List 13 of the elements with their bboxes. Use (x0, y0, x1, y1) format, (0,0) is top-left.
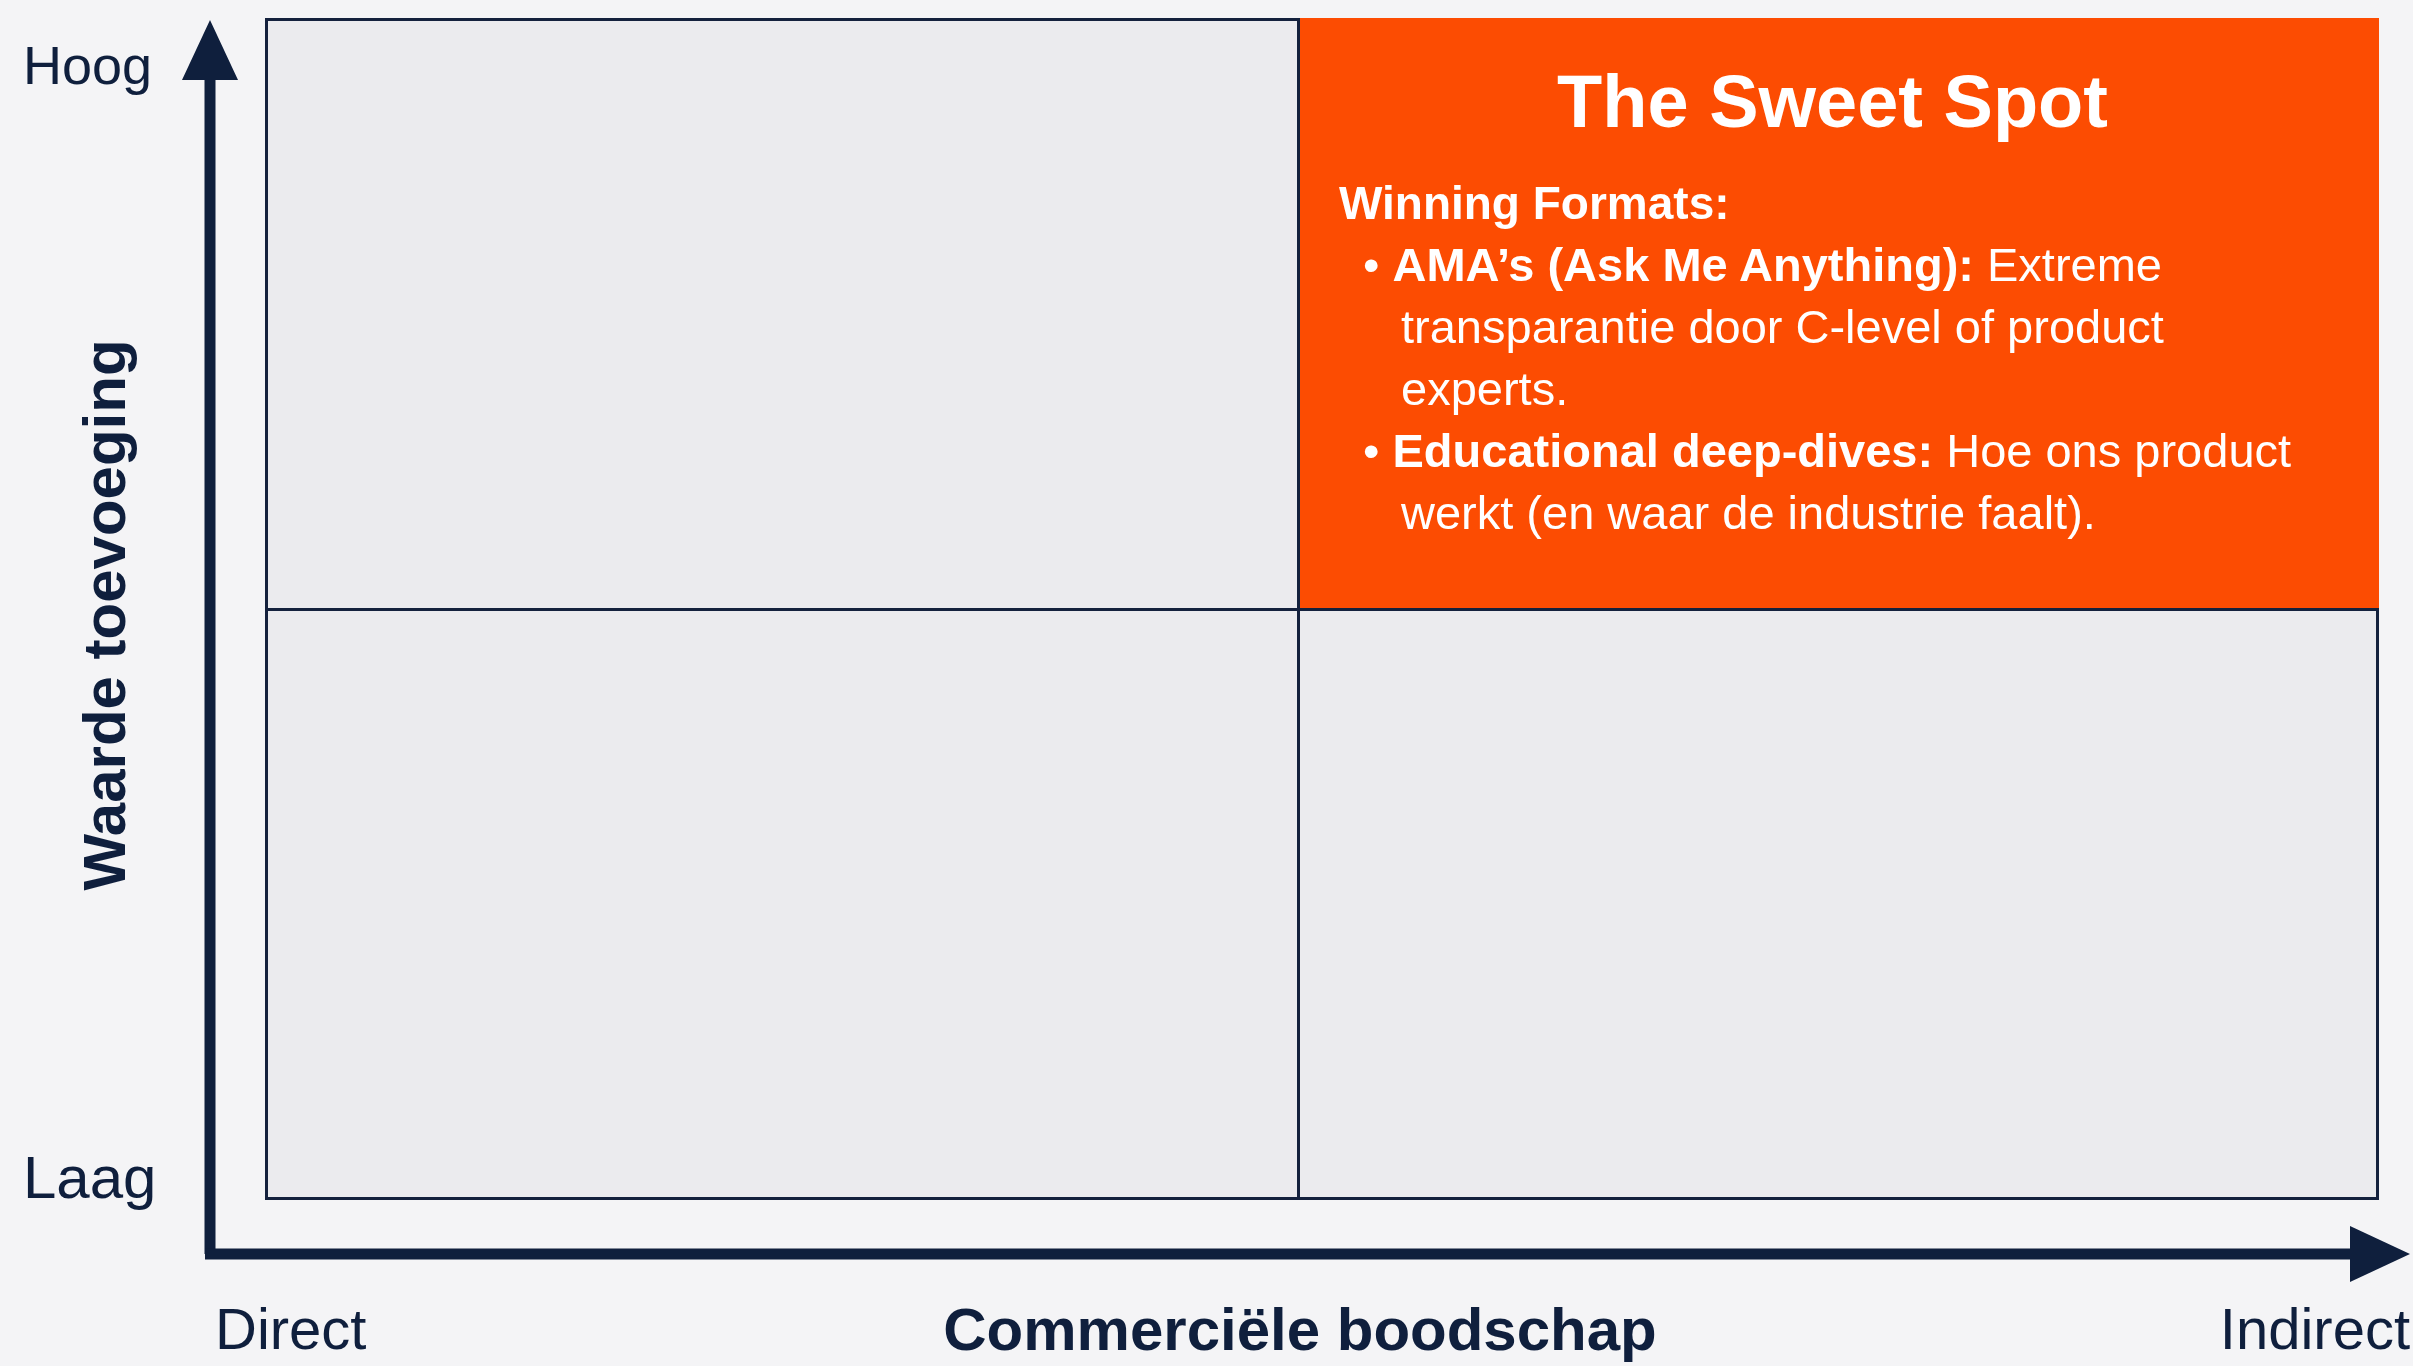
quadrant-box (265, 18, 1300, 611)
axis-title: Commerciële boodschap (943, 1300, 1657, 1360)
axis-label: Laag (23, 1148, 157, 1208)
quadrant-box (1297, 608, 2379, 1200)
subheading: Winning Formats: (1339, 176, 1730, 232)
quadrant-box (265, 608, 1300, 1200)
axis-title: Waarde toevoeging (75, 339, 135, 891)
quadrant-box (1300, 18, 2379, 611)
list-item: • AMA’s (Ask Me Anything): Extreme transparantie door C-level of product experts. (1362, 237, 2165, 418)
list-item: • Educational deep-dives: Hoe ons product werkt (en waar de industrie faalt). (1362, 423, 2293, 542)
quadrant-title: The Sweet Spot (1556, 61, 2109, 143)
axis-label: Direct (215, 1300, 367, 1358)
axis-label: Indirect (2219, 1300, 2410, 1358)
